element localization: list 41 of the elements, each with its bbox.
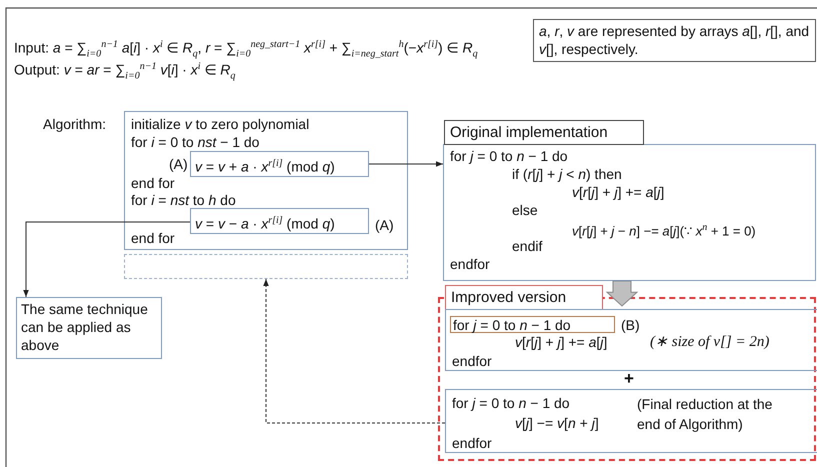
dashed-arrow	[263, 278, 446, 424]
marker-label: (B)	[621, 316, 640, 334]
code-panel	[445, 309, 817, 371]
block-arrow	[606, 280, 638, 307]
formula-text: Output: v = ar = ∑$_{i=0}$$^{n−1}$ v[i] · x$^{i}$ ∈ R$_{q}$	[14, 60, 236, 84]
code-comment: (∗ size of v[] = 2n)	[650, 333, 770, 351]
code-line: endif	[512, 237, 542, 255]
code-line: end for	[131, 229, 175, 247]
code-line: for i = nst to h do	[131, 191, 236, 209]
arrow	[23, 222, 190, 298]
panel-heading: Original implementation	[444, 120, 644, 145]
code-line: initialize v to zero polynomial	[131, 115, 310, 133]
code-line: v = v − a · x$^{r[i]}$ (mod q)	[195, 214, 335, 233]
code-line: v[j] −= v[n + j]	[515, 414, 599, 432]
arrow	[368, 161, 444, 167]
code-line: endfor	[452, 434, 492, 452]
code-comment: (Final reduction at the end of Algorithm)	[637, 395, 774, 434]
code-line: endfor	[450, 255, 490, 273]
code-line: for i = 0 to nst − 1 do	[131, 133, 260, 151]
note-box	[533, 19, 816, 62]
note-text: The same technique can be applied as above	[21, 300, 149, 354]
code-line: else	[512, 201, 538, 219]
code-line: v = v + a · x$^{r[i]}$ (mod q)	[195, 157, 335, 176]
marker-label: (A)	[375, 216, 394, 234]
code-line: end for	[131, 174, 175, 192]
section-label: Algorithm:	[43, 115, 106, 133]
dashed-box	[124, 254, 408, 279]
code-line: v[r[j] + j] += a[j]	[572, 183, 664, 201]
code-line: v[r[j] + j] += a[j]	[515, 333, 608, 351]
code-line: for j = 0 to n − 1 do	[453, 316, 571, 334]
panel-heading: Improved version	[445, 285, 603, 310]
code-line: if (r[j] + j < n) then	[512, 165, 622, 183]
note-box	[16, 297, 162, 359]
plus-sign: +	[624, 370, 634, 388]
note-text: a, r, v are represented by arrays a[], r[], and v[], respectively.	[539, 22, 810, 58]
code-line: endfor	[452, 352, 492, 370]
code-line: for j = 0 to n − 1 do	[450, 147, 568, 165]
code-panel	[445, 389, 817, 453]
formula-text: Input: a = ∑$_{i=0}$$^{n−1}$ a[i] · x$^{i}$ ∈ R$_{q}$, r = ∑$_{i=0}$$^{neg_start−1}$ x$^{r[i]}$ + ∑$_{i=neg_start}$$^{h}$(−x$^{r[i]}$) ∈ R$_{q}$	[14, 38, 478, 62]
marker-label: (A)	[169, 155, 188, 173]
code-line: for j = 0 to n − 1 do	[452, 394, 570, 412]
